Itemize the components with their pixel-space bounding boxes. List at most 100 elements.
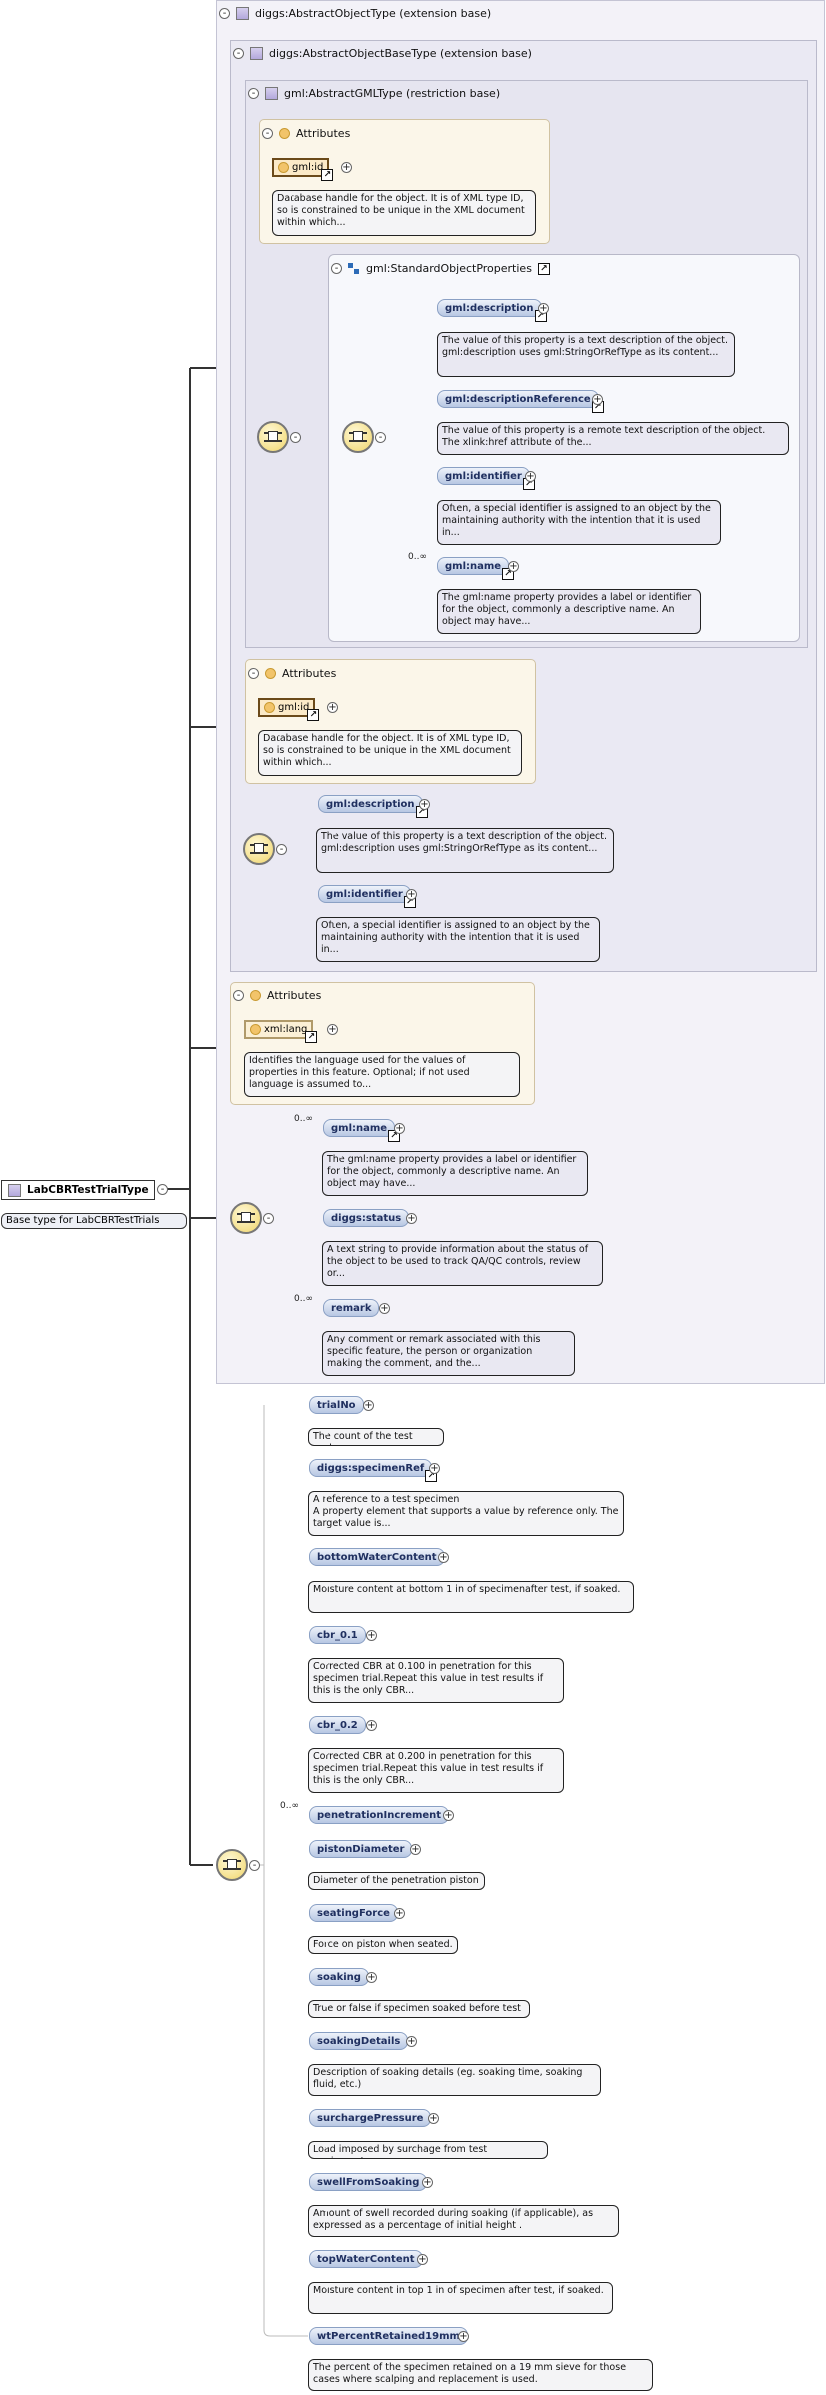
group-title-standard-object-properties[interactable]: - gml:StandardObjectProperties ↗: [331, 262, 550, 275]
element-soaking[interactable]: soaking: [309, 1968, 369, 1986]
element-diggs-status[interactable]: diggs:status: [323, 1209, 410, 1227]
expand-icon[interactable]: +: [341, 162, 352, 173]
expand-icon[interactable]: +: [366, 1630, 377, 1641]
element-surcharge-pressure[interactable]: surchargePressure: [309, 2109, 432, 2127]
expand-icon[interactable]: +: [406, 2036, 417, 2047]
element-gml-description[interactable]: gml:description↗: [437, 299, 547, 322]
collapse-toggle-icon[interactable]: -: [331, 263, 342, 274]
element-gml-identifier[interactable]: gml:identifier↗: [318, 885, 416, 908]
element-piston-diameter[interactable]: pistonDiameter: [309, 1840, 413, 1858]
element-gml-description-reference[interactable]: gml:descriptionReference↗: [437, 390, 604, 413]
root-element[interactable]: LabCBRTestTrialType: [1, 1180, 155, 1200]
collapse-toggle-icon[interactable]: -: [219, 8, 230, 19]
sequence-compositor-icon[interactable]: [243, 833, 275, 865]
element-cbr-0-2[interactable]: cbr_0.2: [309, 1716, 366, 1734]
element-doc: The value of this property is a text des…: [316, 828, 614, 873]
expand-icon[interactable]: +: [592, 394, 603, 405]
collapse-toggle-icon[interactable]: -: [233, 48, 244, 59]
expand-icon[interactable]: +: [394, 1123, 405, 1134]
element-gml-name[interactable]: gml:name↗: [323, 1119, 401, 1142]
expand-icon[interactable]: +: [327, 702, 338, 713]
attribute-doc: Identifies the language used for the val…: [244, 1052, 520, 1097]
element-seating-force[interactable]: seatingForce: [309, 1904, 398, 1922]
collapse-toggle-icon[interactable]: -: [248, 668, 259, 679]
cardinality-label: 0..∞: [294, 1114, 313, 1124]
expand-icon[interactable]: +: [419, 799, 430, 810]
collapse-toggle-icon[interactable]: -: [263, 1213, 274, 1224]
element-penetration-increment[interactable]: penetrationIncrement: [309, 1806, 450, 1824]
element-diggs-specimen-ref[interactable]: diggs:specimenRef↗: [309, 1459, 438, 1482]
reference-arrow-icon[interactable]: ↗: [537, 262, 550, 275]
attributes-title[interactable]: - Attributes: [262, 127, 350, 140]
attribute-gml-id[interactable]: gml:id ↗: [258, 698, 320, 721]
reference-arrow-icon[interactable]: ↗: [321, 169, 334, 181]
expand-icon[interactable]: +: [363, 1400, 374, 1411]
expand-icon[interactable]: +: [410, 1844, 421, 1855]
collapse-toggle-icon[interactable]: -: [262, 128, 273, 139]
element-gml-description[interactable]: gml:description↗: [318, 795, 428, 818]
extension-title-abstract-object-base[interactable]: - diggs:AbstractObjectBaseType (extensio…: [233, 47, 532, 60]
expand-icon[interactable]: +: [538, 303, 549, 314]
restriction-title-abstract-gml[interactable]: - gml:AbstractGMLType (restriction base): [248, 87, 500, 100]
element-trial-no[interactable]: trialNo: [309, 1396, 364, 1414]
expand-icon[interactable]: +: [438, 1552, 449, 1563]
attribute-icon: [278, 161, 289, 173]
collapse-toggle-icon[interactable]: -: [249, 1860, 260, 1871]
collapse-toggle-icon[interactable]: -: [276, 844, 287, 855]
cardinality-label: 0..∞: [294, 1294, 313, 1304]
collapse-toggle-icon[interactable]: -: [290, 432, 301, 443]
expand-icon[interactable]: +: [379, 1303, 390, 1314]
element-doc: Diameter of the penetration piston: [308, 1872, 485, 1890]
element-bottom-water-content[interactable]: bottomWaterContent: [309, 1548, 445, 1566]
expand-icon[interactable]: +: [458, 2331, 469, 2342]
expand-icon[interactable]: +: [366, 1972, 377, 1983]
element-top-water-content[interactable]: topWaterContent: [309, 2250, 423, 2268]
extension-title-abstract-object[interactable]: - diggs:AbstractObjectType (extension ba…: [219, 7, 491, 20]
element-doc: The gml:name property provides a label o…: [322, 1151, 588, 1196]
collapse-toggle-icon[interactable]: -: [248, 88, 259, 99]
element-soaking-details[interactable]: soakingDetails: [309, 2032, 409, 2050]
expand-icon[interactable]: +: [422, 2177, 433, 2188]
expand-icon[interactable]: +: [443, 1810, 454, 1821]
element-doc: A text string to provide information abo…: [322, 1241, 603, 1286]
attributes-title[interactable]: - Attributes: [248, 667, 336, 680]
element-doc: The value of this property is a text des…: [437, 332, 735, 377]
expand-icon[interactable]: +: [508, 561, 519, 572]
element-swell-from-soaking[interactable]: swellFromSoaking: [309, 2173, 428, 2191]
sequence-compositor-icon[interactable]: [257, 421, 289, 453]
element-doc: Corrected CBR at 0.200 in penetration fo…: [308, 1748, 564, 1793]
element-doc: A reference to a test specimen A propert…: [308, 1491, 624, 1536]
attribute-gml-id[interactable]: gml:id ↗: [272, 158, 334, 181]
element-gml-name[interactable]: gml:name↗: [437, 557, 515, 580]
expand-icon[interactable]: +: [525, 471, 536, 482]
element-wt-percent-retained-19mm[interactable]: wtPercentRetained19mm: [309, 2327, 468, 2345]
expand-icon[interactable]: +: [428, 2113, 439, 2124]
attribute-xml-lang[interactable]: xml:lang ↗: [244, 1020, 318, 1043]
expand-icon[interactable]: +: [406, 1213, 417, 1224]
expand-icon[interactable]: +: [394, 1908, 405, 1919]
expand-icon[interactable]: +: [327, 1024, 338, 1035]
element-gml-identifier[interactable]: gml:identifier↗: [437, 467, 535, 490]
reference-arrow-icon[interactable]: ↗: [307, 709, 320, 721]
element-cbr-0-1[interactable]: cbr_0.1: [309, 1626, 366, 1644]
element-doc: Description of soaking details (eg. soak…: [308, 2064, 601, 2096]
sequence-compositor-icon[interactable]: [230, 1202, 262, 1234]
collapse-toggle-icon[interactable]: -: [233, 990, 244, 1001]
expand-icon[interactable]: +: [366, 1720, 377, 1731]
element-doc: The percent of the specimen retained on …: [308, 2359, 653, 2391]
root-element-name: LabCBRTestTrialType: [27, 1184, 149, 1196]
element-doc: Often, a special identifier is assigned …: [437, 500, 721, 545]
expand-icon[interactable]: +: [429, 1463, 440, 1474]
reference-arrow-icon[interactable]: ↗: [305, 1031, 318, 1043]
collapse-toggle-icon[interactable]: -: [375, 432, 386, 443]
element-doc: The gml:name property provides a label o…: [437, 589, 701, 634]
element-remark[interactable]: remark: [323, 1299, 380, 1317]
complex-type-icon: [250, 47, 263, 60]
sequence-compositor-icon[interactable]: [216, 1849, 248, 1881]
root-collapse-toggle[interactable]: -: [157, 1184, 168, 1195]
expand-icon[interactable]: +: [406, 889, 417, 900]
expand-icon[interactable]: +: [417, 2254, 428, 2265]
attribute-icon: [264, 701, 275, 713]
attributes-title[interactable]: - Attributes: [233, 989, 321, 1002]
sequence-compositor-icon[interactable]: [342, 421, 374, 453]
